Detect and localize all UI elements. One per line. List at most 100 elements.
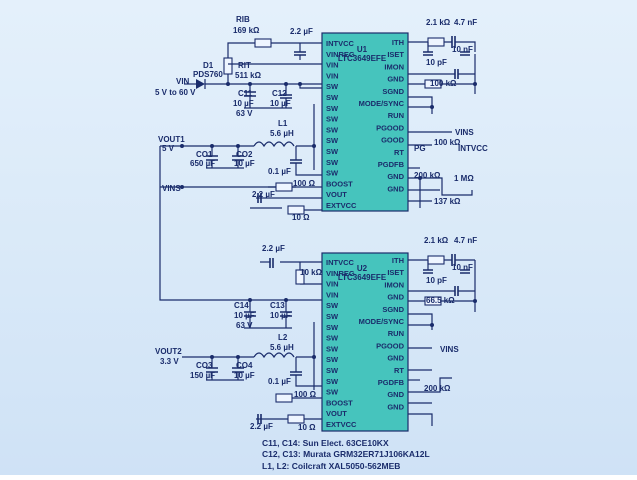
u1-name: U1	[357, 45, 368, 54]
u1-left-pin-label: SW	[326, 104, 339, 113]
label-vins1: VINS	[162, 184, 181, 193]
label-c13-val: 10 µF	[270, 311, 291, 320]
label-co3-val: 150 µF	[190, 371, 215, 380]
u1-left-pin-label: INTVCC	[326, 39, 355, 48]
u2-right-pin-label: PGDFB	[378, 378, 405, 387]
label-c-intvcc2: 2.2 µF	[262, 244, 285, 253]
label-co3: CO3	[196, 361, 213, 370]
u2-left-pin-label: VOUT	[326, 409, 347, 418]
u2-left-pin-label: SW	[326, 301, 339, 310]
label-c-ith1b: 10 pF	[426, 58, 447, 67]
u2-left-pin-label: VIN	[326, 280, 339, 289]
label-c14-val: 10 µF	[234, 311, 255, 320]
label-vins-run2: VINS	[440, 345, 459, 354]
label-c13: C13	[270, 301, 285, 310]
u1-right-pin-label: PGDFB	[378, 160, 405, 169]
label-r-boost1: 100 Ω	[293, 179, 316, 188]
u1-left-pin-label: VINREG	[326, 50, 355, 59]
label-vout1: VOUT1	[158, 135, 185, 144]
u2-right-pin-label: GND	[387, 354, 404, 363]
u1-right-pin-label: GND	[387, 184, 404, 193]
label-cboot2: 0.1 µF	[268, 377, 291, 386]
u1-right-pin-label: GOOD	[381, 136, 405, 145]
u2-left-pin-label: SW	[326, 377, 339, 386]
u1-left-pin-label: SW	[326, 158, 339, 167]
u2-left-pin-label: SW	[326, 334, 339, 343]
label-intvcc-pg: INTVCC	[458, 144, 488, 153]
u2-right-pin-label: MODE/SYNC	[359, 317, 405, 326]
label-c-vout2: 2.2 µF	[250, 422, 273, 431]
label-rib: RIB	[236, 15, 250, 24]
label-r-imon1: 100 kΩ	[430, 79, 457, 88]
u1-left-pin-label: VOUT	[326, 190, 347, 199]
label-c11: C11	[238, 89, 253, 98]
u2-left-pin-label: SW	[326, 366, 339, 375]
u1-chip	[321, 32, 409, 212]
junction-dots	[180, 82, 477, 359]
label-c-ith2b: 10 pF	[426, 276, 447, 285]
u1-right-pin-label: ISET	[387, 50, 404, 59]
u1-right-pin-label: IMON	[384, 62, 404, 71]
u1-left-pin-label: VIN	[326, 61, 339, 70]
u2-right-pin-label: GND	[387, 293, 404, 302]
u2-right-pin-label: GND	[387, 390, 404, 399]
label-co2-val: 10 µF	[234, 159, 255, 168]
u2-right-pin-label: IMON	[384, 280, 404, 289]
u1-right-pin-label: GND	[387, 172, 404, 181]
u1-left-pin-label: SW	[326, 169, 339, 178]
u2-left-pin-label: SW	[326, 344, 339, 353]
u2-output-network	[408, 254, 476, 426]
u1-left-pin-label: SW	[326, 115, 339, 124]
u1-right-pin-label: RT	[394, 148, 404, 157]
label-l1-val: 5.6 µH	[270, 129, 294, 138]
u2-right-pins: ITHISETIMONGNDSGNDMODE/SYNCRUNPGOODGNDRT…	[359, 256, 405, 411]
u1-left-pin-label: SW	[326, 136, 339, 145]
u2-chip	[321, 252, 409, 432]
label-cboot1: 0.1 µF	[268, 167, 291, 176]
label-pg: PG	[414, 144, 426, 153]
label-r-pgd1: 1 MΩ	[454, 174, 474, 183]
u1-left-pins: INTVCCVINREGVINVINSWSWSWSWSWSWSWSWSWBOOS…	[326, 39, 357, 210]
label-r-pgd2: 137 kΩ	[434, 197, 461, 206]
label-rit-val: 511 kΩ	[235, 71, 262, 80]
label-c12-val: 10 µF	[270, 99, 291, 108]
label-c-ith1a: 4.7 nF	[454, 18, 477, 27]
label-co1: CO1	[196, 150, 213, 159]
u2-right-pin-label: ITH	[392, 256, 404, 265]
u1-left-pin-label: SW	[326, 147, 339, 156]
label-rib-val: 169 kΩ	[233, 26, 260, 35]
u2-left-pin-label: BOOST	[326, 398, 353, 407]
label-co4: CO4	[236, 361, 253, 370]
u2-left-pin-label: EXTVCC	[326, 420, 357, 429]
label-c11-val: 10 µF	[233, 99, 254, 108]
u1-input-network	[160, 38, 322, 215]
u1-right-pins: ITHISETIMONGNDSGNDMODE/SYNCRUNPGOODGOODR…	[359, 38, 405, 193]
u1-output-network	[408, 36, 476, 208]
label-vout1-val: 5 V	[162, 144, 175, 153]
label-c-ith1c: 10 nF	[452, 45, 473, 54]
u1-left-pin-label: SW	[326, 93, 339, 102]
note-2: C12, C13: Murata GRM32ER71J106KA12L	[262, 449, 430, 459]
label-r-imon2: 66.5 kΩ	[426, 296, 455, 305]
u2-left-pin-label: SW	[326, 388, 339, 397]
label-c-ith2a: 4.7 nF	[454, 236, 477, 245]
label-r-vinreg2: 10 kΩ	[300, 268, 323, 277]
u2-left-pin-label: SW	[326, 323, 339, 332]
label-co2: CO2	[236, 150, 253, 159]
label-r-ith2: 2.1 kΩ	[424, 236, 449, 245]
label-c-vout1: 2.2 µF	[252, 190, 275, 199]
u2-left-pin-label: SW	[326, 355, 339, 364]
u1-part: LTC3649EFE	[338, 54, 387, 63]
u2-part: LTC3649EFE	[338, 273, 387, 282]
note-3: L1, L2: Coilcraft XAL5050-562MEB	[262, 461, 400, 471]
u2-right-pin-label: SGND	[382, 305, 404, 314]
label-r-rt2: 200 kΩ	[424, 384, 451, 393]
label-vout2-val: 3.3 V	[160, 357, 179, 366]
u2-input-network	[159, 146, 322, 424]
u2-right-pin-label: GND	[387, 402, 404, 411]
label-r-boost2: 100 Ω	[294, 390, 317, 399]
label-vin: VIN	[176, 77, 190, 86]
u2-left-pin-label: INTVCC	[326, 258, 355, 267]
